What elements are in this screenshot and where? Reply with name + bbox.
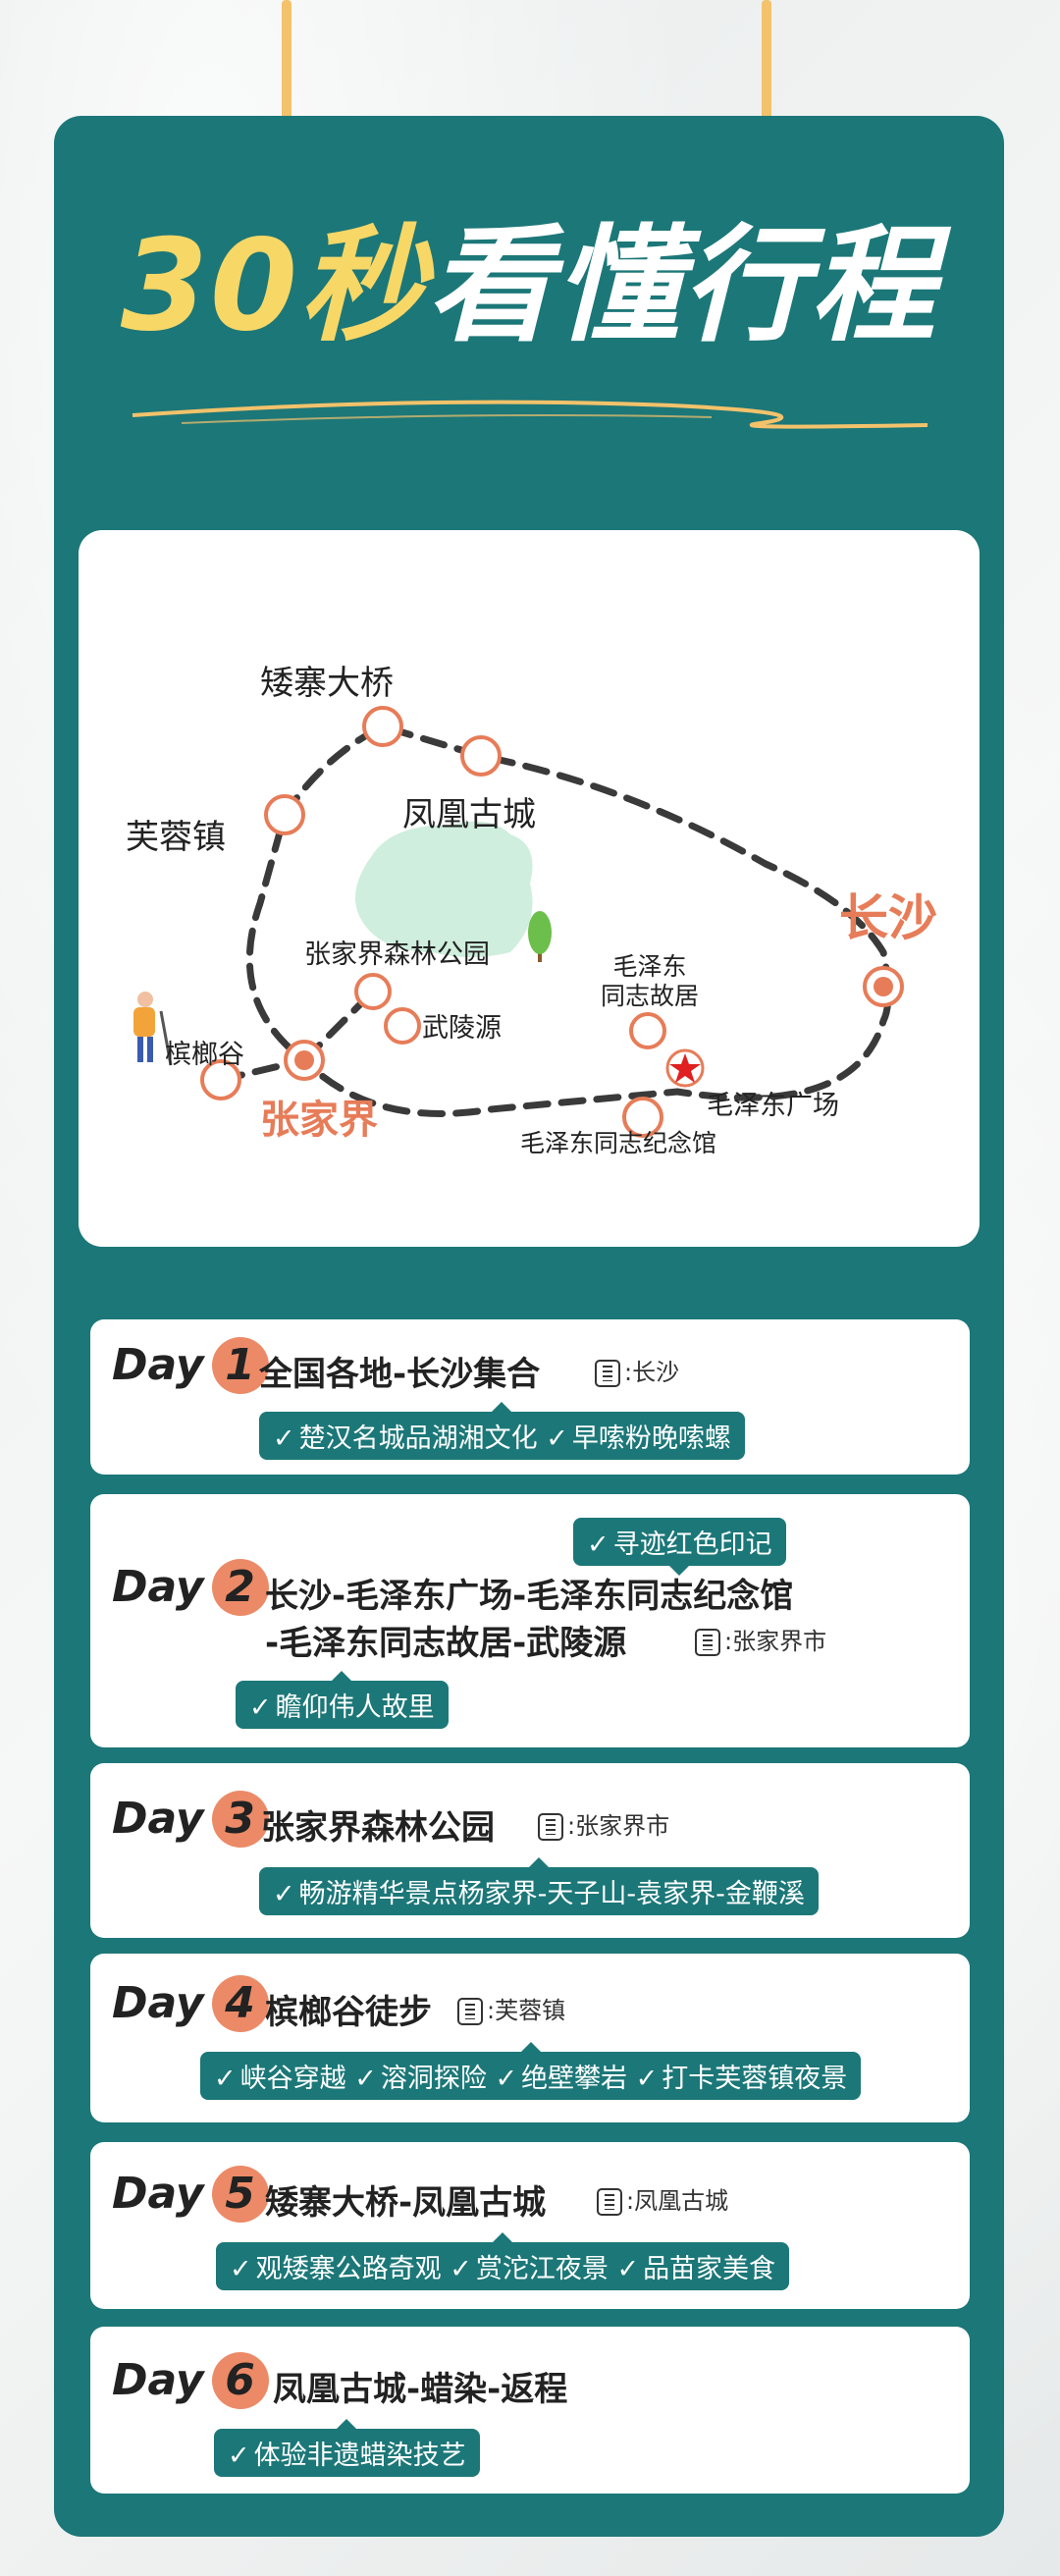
check-icon: ✓ — [587, 1530, 610, 1560]
day-tags-3: ✓畅游精华景点杨家界-天子山-袁家界-金鞭溪 — [259, 1857, 819, 1915]
title-swoosh — [132, 400, 928, 429]
hotel-icon — [695, 1629, 720, 1656]
check-icon: ✓ — [273, 1879, 295, 1909]
hub-changsha — [863, 966, 904, 1007]
check-icon: ✓ — [635, 2064, 659, 2094]
check-icon: ✓ — [546, 1423, 568, 1454]
check-icon: ✓ — [230, 2254, 252, 2284]
day-tags-6: ✓体验非遗蜡染技艺 — [214, 2419, 480, 2477]
check-icon: ✓ — [450, 2254, 472, 2284]
label-zhangjiajie: 张家界 — [260, 1098, 378, 1143]
check-icon: ✓ — [354, 2064, 377, 2094]
check-icon: ✓ — [249, 1692, 272, 1723]
day-stay-4: :芙蓉镇 — [457, 1991, 565, 2025]
label-changsha: 长沙 — [839, 889, 937, 946]
hotel-icon — [597, 2188, 622, 2216]
day-stay-1: :长沙 — [595, 1353, 679, 1387]
day-stay-5: :凤凰古城 — [597, 2181, 728, 2216]
route-map-canvas — [133, 706, 904, 1138]
route-map: 矮寨大桥 凤凰古城 芙蓉镇 张家界森林公园 武陵源 槟榔谷 张家界 长沙 毛泽东… — [79, 530, 980, 1247]
label-wulingyuan: 武陵源 — [422, 1013, 502, 1044]
label-mao-memorial: 毛泽东同志纪念馆 — [520, 1129, 717, 1157]
label-furong: 芙蓉镇 — [126, 818, 226, 857]
label-mao-square: 毛泽东广场 — [707, 1091, 839, 1121]
star-icon — [665, 1048, 705, 1088]
day-tags-5: ✓观矮寨公路奇观 ✓赏沱江夜景 ✓品苗家美食 — [216, 2232, 790, 2290]
day-tags-4: ✓峡谷穿越 ✓溶洞探险 ✓绝壁攀岩 ✓打卡芙蓉镇夜景 — [200, 2042, 862, 2100]
tree-icon — [528, 911, 552, 962]
day-route-3: 张家界森林公园 — [261, 1808, 495, 1848]
day-stay-2: :张家界市 — [695, 1622, 826, 1656]
title-highlight: 30秒 — [120, 213, 428, 359]
check-icon: ✓ — [228, 2441, 250, 2471]
hanging-string-left — [275, 0, 298, 141]
stop-binlang — [200, 1059, 241, 1100]
check-icon: ✓ — [273, 1423, 295, 1454]
check-icon: ✓ — [214, 2064, 237, 2094]
stop-wulingyuan — [384, 1007, 421, 1045]
title-rest: 看懂行程 — [427, 213, 938, 359]
day-stay-3: :张家界市 — [538, 1806, 669, 1841]
day-tag-top-2: ✓寻迹红色印记 — [573, 1518, 786, 1576]
label-aizhai: 矮寨大桥 — [260, 664, 394, 703]
hotel-icon — [595, 1360, 620, 1387]
day-route-2-line1: 长沙-毛泽东广场-毛泽东同志纪念馆 — [265, 1577, 794, 1616]
stop-furong — [264, 794, 305, 835]
stop-mao-residence — [629, 1012, 666, 1049]
day-route-2-line2: -毛泽东同志故居-武陵源 — [265, 1624, 627, 1663]
day-route-4: 槟榔谷徒步 — [265, 1993, 432, 2032]
day-route-6: 凤凰古城-蜡染-返程 — [273, 2370, 568, 2409]
stop-fenghuang — [460, 735, 502, 777]
day-route-5: 矮寨大桥-凤凰古城 — [265, 2183, 547, 2223]
hanging-string-right — [755, 0, 778, 141]
day-tags-2: ✓瞻仰伟人故里 — [236, 1671, 449, 1729]
day-route-1: 全国各地-长沙集合 — [259, 1355, 541, 1394]
hotel-icon — [538, 1813, 563, 1841]
hub-zhangjiajie — [284, 1040, 325, 1081]
check-icon: ✓ — [616, 2254, 640, 2284]
label-fenghuang: 凤凰古城 — [402, 795, 536, 834]
forest-park-area — [355, 821, 533, 957]
label-binlang: 槟榔谷 — [165, 1040, 244, 1070]
label-mao-residence: 毛泽东同志故居 — [601, 952, 700, 1010]
check-icon: ✓ — [495, 2064, 518, 2094]
hiker-icon — [133, 992, 173, 1066]
stop-forest — [354, 973, 392, 1010]
label-forest: 张家界森林公园 — [304, 939, 490, 970]
stop-mao-memorial — [622, 1097, 663, 1138]
page-title: 30秒看懂行程 — [54, 224, 1004, 349]
stop-aizhai — [362, 706, 403, 747]
day-tags-1: ✓楚汉名城品湖湘文化 ✓早嗦粉晚嗦螺 — [259, 1402, 745, 1460]
hotel-icon — [457, 1998, 483, 2025]
